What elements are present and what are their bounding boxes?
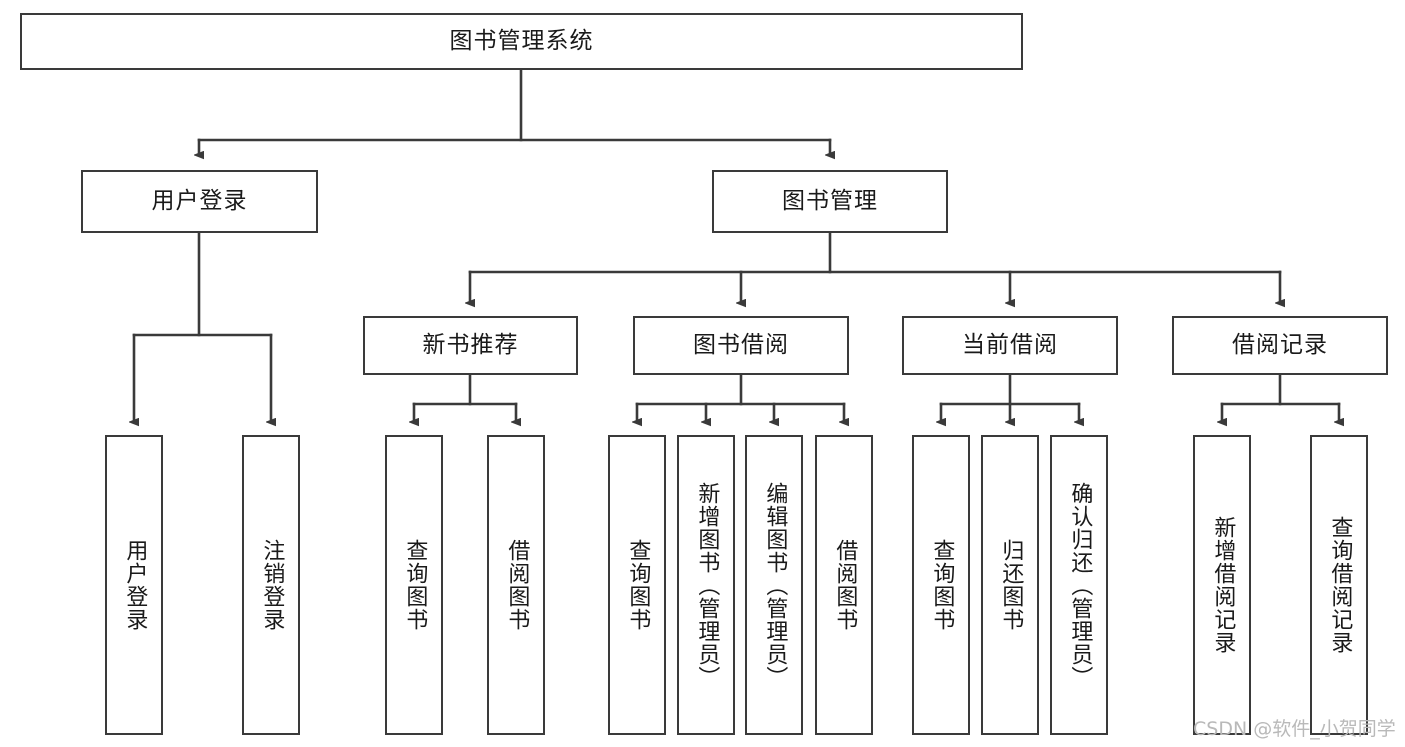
node-current-borrow[interactable]: 当前借阅 [902, 316, 1118, 375]
node-borrow-record[interactable]: 借阅记录 [1172, 316, 1388, 375]
leaf-book-borrow-edit-book-admin[interactable]: 编辑图书（管理员） [745, 435, 803, 735]
leaf-user-login-login[interactable]: 用户登录 [105, 435, 163, 735]
leaf-new-book-borrow-book[interactable]: 借阅图书 [487, 435, 545, 735]
node-label: 用户登录 [151, 187, 248, 214]
node-label: 借阅记录 [1232, 331, 1328, 358]
node-label: 借阅图书 [832, 539, 858, 631]
leaf-current-borrow-query-book[interactable]: 查询图书 [912, 435, 970, 735]
node-label: 查询借阅记录 [1327, 516, 1353, 654]
leaf-new-book-query-book[interactable]: 查询图书 [385, 435, 443, 735]
node-label: 确认归还（管理员） [1067, 481, 1093, 689]
node-label: 查询图书 [625, 539, 651, 631]
node-label: 查询图书 [929, 539, 955, 631]
leaf-book-borrow-add-book-admin[interactable]: 新增图书（管理员） [677, 435, 735, 735]
node-label: 当前借阅 [962, 331, 1058, 358]
node-label: 图书借阅 [693, 331, 789, 358]
node-label: 编辑图书（管理员） [762, 481, 788, 689]
leaf-user-login-logout[interactable]: 注销登录 [242, 435, 300, 735]
leaf-borrow-record-query-record[interactable]: 查询借阅记录 [1310, 435, 1368, 735]
node-label: 新书推荐 [422, 331, 519, 358]
leaf-book-borrow-borrow-book[interactable]: 借阅图书 [815, 435, 873, 735]
node-label: 用户登录 [122, 539, 148, 631]
csdn-watermark: CSDN @软件_小贺同学 [1193, 718, 1396, 740]
leaf-current-borrow-return-book[interactable]: 归还图书 [981, 435, 1039, 735]
node-user-login[interactable]: 用户登录 [81, 170, 318, 233]
node-root-book-management-system[interactable]: 图书管理系统 [20, 13, 1023, 70]
node-label: 借阅图书 [504, 539, 530, 631]
leaf-borrow-record-add-record[interactable]: 新增借阅记录 [1193, 435, 1251, 735]
leaf-current-borrow-confirm-return-admin[interactable]: 确认归还（管理员） [1050, 435, 1108, 735]
node-label: 新增借阅记录 [1210, 516, 1236, 654]
leaf-book-borrow-query-book[interactable]: 查询图书 [608, 435, 666, 735]
node-book-borrow[interactable]: 图书借阅 [633, 316, 849, 375]
node-book-management[interactable]: 图书管理 [712, 170, 948, 233]
node-label: 查询图书 [402, 539, 428, 631]
node-label: 注销登录 [259, 539, 285, 631]
node-new-book-recommend[interactable]: 新书推荐 [363, 316, 578, 375]
node-label: 归还图书 [998, 539, 1024, 631]
node-label: 图书管理系统 [449, 27, 594, 54]
node-label: 新增图书（管理员） [694, 481, 720, 689]
node-label: 图书管理 [782, 187, 878, 214]
